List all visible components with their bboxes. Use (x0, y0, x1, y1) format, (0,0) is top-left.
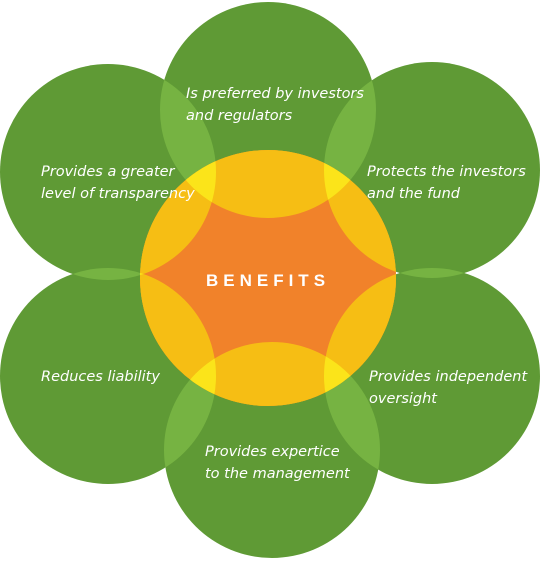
petal-label-lower-left: Reduces liability (41, 369, 160, 385)
spark-ul-top (160, 150, 216, 218)
petal-label-upper-right: Protects the investors and the fund (367, 164, 530, 202)
petal-label-bottom: Provides expertice to the management (205, 444, 351, 482)
center-overlap-upper-left (140, 150, 216, 280)
petal-label-lower-right: Provides independent oversight (369, 369, 532, 407)
petal-label-upper-left: Provides a greater level of transparency (41, 164, 195, 202)
overlap-lr-bot (324, 342, 380, 484)
center-label: BENEFITS (206, 271, 330, 290)
center-overlap-lower-right (324, 268, 396, 406)
center-overlap-lower-left (140, 268, 216, 406)
center-overlap-upper-right (324, 150, 396, 278)
petal-label-top: Is preferred by investors and regulators (186, 86, 369, 124)
